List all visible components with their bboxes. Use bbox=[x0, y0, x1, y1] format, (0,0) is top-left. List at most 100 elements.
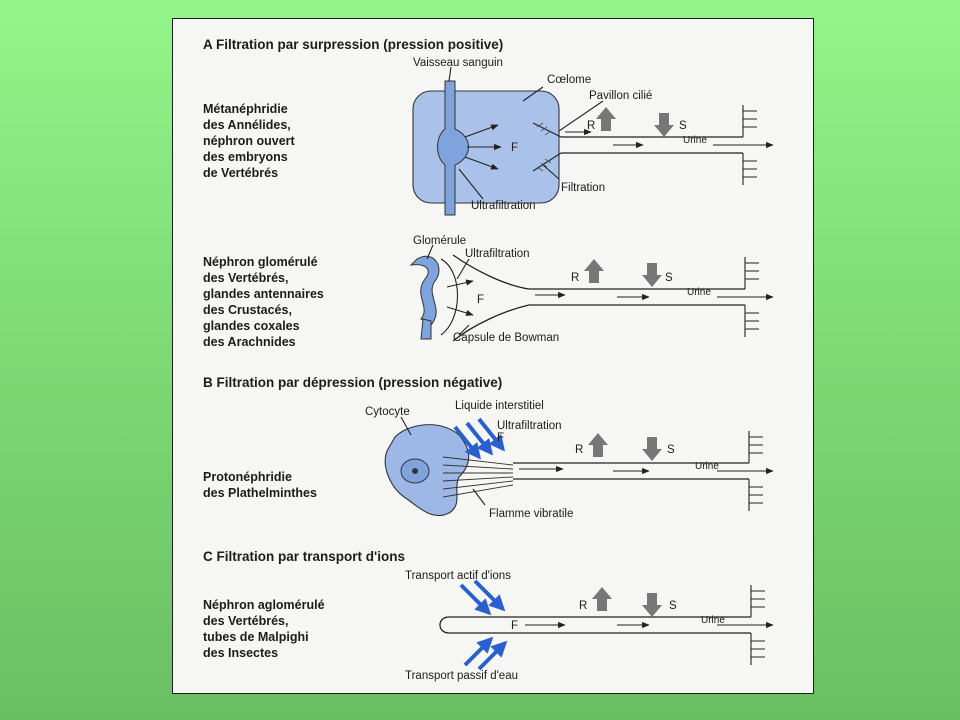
section-a-title: A Filtration par surpression (pression p… bbox=[203, 37, 503, 52]
urine-label: Urine bbox=[695, 461, 719, 472]
leader-line bbox=[558, 100, 604, 132]
s-label: S bbox=[669, 600, 677, 612]
interstitial-inflow-arrow bbox=[453, 425, 481, 460]
secretion-arrow bbox=[642, 263, 662, 287]
active-transport-label: Transport actif d'ions bbox=[405, 570, 511, 582]
funnel-label: Pavillon cilié bbox=[589, 90, 652, 102]
filtration-label: Filtration bbox=[561, 182, 605, 194]
secretion-arrow bbox=[642, 437, 662, 461]
cilia bbox=[536, 122, 552, 172]
filtration-arrow bbox=[446, 279, 474, 288]
tubule-wall bbox=[439, 616, 751, 634]
panel1-org-line: Métanéphridie bbox=[203, 102, 288, 116]
excretion-diagram: A Filtration par surpression (pression p… bbox=[203, 37, 774, 682]
panel1-org-line: des embryons bbox=[203, 150, 288, 164]
panel1-metanephridia: F R S Urine Vaisseau sanguin Cœlome Pavi… bbox=[412, 57, 774, 216]
filtration-arrow bbox=[464, 124, 499, 138]
panel2-org-line: des Vertébrés, bbox=[203, 271, 288, 285]
active-ion-arrow bbox=[459, 583, 492, 616]
passive-water-arrow bbox=[463, 636, 494, 667]
r-label: R bbox=[579, 600, 587, 612]
panel1-org-line: néphron ouvert bbox=[203, 134, 296, 148]
interstitial-inflow-arrow bbox=[477, 417, 505, 452]
coelom-label: Cœlome bbox=[547, 74, 591, 86]
urine-label: Urine bbox=[687, 287, 711, 298]
tubule-flow-profile bbox=[742, 105, 757, 185]
panel4-org-line: des Vertébrés, bbox=[203, 614, 288, 628]
urine-label: Urine bbox=[701, 615, 725, 626]
leader-line bbox=[448, 66, 452, 82]
tubule-flow-profile bbox=[744, 257, 759, 337]
reabsorption-arrow bbox=[592, 587, 612, 611]
leader-line bbox=[456, 258, 470, 280]
tubule-flow-profile bbox=[750, 585, 765, 665]
panel4-organism-text: Néphron aglomérulé des Vertébrés, tubes … bbox=[203, 598, 325, 660]
panel2-organism-text: Néphron glomérulé des Vertébrés, glandes… bbox=[203, 255, 324, 349]
r-label: R bbox=[571, 272, 579, 284]
leader-line bbox=[458, 324, 470, 336]
passive-transport-label: Transport passif d'eau bbox=[405, 670, 518, 682]
active-ion-arrow bbox=[473, 579, 506, 612]
panel2-org-line: des Crustacés, bbox=[203, 303, 292, 317]
bowman-capsule bbox=[452, 254, 530, 342]
leader-line bbox=[458, 168, 484, 200]
panel3-protonephridia: F R S Urine Cytocyte Liquide interstitie… bbox=[365, 400, 774, 520]
leader-line bbox=[542, 164, 560, 180]
panel4-org-line: tubes de Malpighi bbox=[203, 630, 309, 644]
s-label: S bbox=[679, 120, 687, 132]
ultrafiltration-label: Ultrafiltration bbox=[471, 200, 536, 212]
secretion-arrow bbox=[642, 593, 662, 617]
panel4-org-line: des Insectes bbox=[203, 646, 278, 660]
panel2-org-line: glandes antennaires bbox=[203, 287, 324, 301]
blood-vessel bbox=[437, 80, 469, 216]
interstitial-inflow-arrow bbox=[465, 421, 493, 456]
bowman-inner-wall bbox=[440, 258, 458, 336]
leader-line bbox=[522, 86, 544, 102]
secretion-arrow bbox=[654, 113, 674, 137]
panel3-org-line: Protonéphridie bbox=[203, 470, 292, 484]
ultrafiltration-label: Ultrafiltration bbox=[465, 248, 530, 260]
passive-water-arrow bbox=[477, 640, 508, 671]
urine-label: Urine bbox=[683, 135, 707, 146]
panel1-org-line: des Annélides, bbox=[203, 118, 291, 132]
panel3-org-line: des Plathelminthes bbox=[203, 486, 317, 500]
leader-line bbox=[426, 244, 434, 260]
panel2-glomerular-nephron: F R S Urine Glomérule Ultrafiltration Ca… bbox=[409, 235, 774, 344]
f-label: F bbox=[511, 620, 518, 632]
panel2-org-line: glandes coxales bbox=[203, 319, 300, 333]
panel3-organism-text: Protonéphridie des Plathelminthes bbox=[203, 470, 317, 500]
glomerulus-label: Glomérule bbox=[413, 235, 466, 247]
panel2-org-line: des Arachnides bbox=[203, 335, 296, 349]
cytocyte-label: Cytocyte bbox=[365, 406, 410, 418]
efferent-vessel bbox=[420, 318, 432, 340]
flame-cilia bbox=[442, 456, 514, 498]
s-label: S bbox=[667, 444, 675, 456]
panel1-organism-text: Métanéphridie des Annélides, néphron ouv… bbox=[203, 102, 296, 180]
s-label: S bbox=[665, 272, 673, 284]
reabsorption-arrow bbox=[596, 107, 616, 131]
flame-label: Flamme vibratile bbox=[489, 508, 573, 520]
ultrafiltration-label: Ultrafiltration bbox=[497, 420, 562, 432]
tubule-flow-profile bbox=[748, 431, 763, 511]
f-label: F bbox=[511, 142, 518, 154]
glomerulus bbox=[409, 256, 440, 326]
ciliated-funnel bbox=[532, 122, 562, 172]
r-label: R bbox=[587, 120, 595, 132]
reabsorption-arrow bbox=[588, 433, 608, 457]
filtration-arrow bbox=[446, 306, 474, 316]
section-b-title: B Filtration par dépression (pression né… bbox=[203, 375, 502, 390]
panel4-org-line: Néphron aglomérulé bbox=[203, 598, 325, 612]
panel4-aglomerular-nephron: F R S Urine Transport actif d'ions Trans… bbox=[405, 570, 774, 682]
panel2-org-line: Néphron glomérulé bbox=[203, 255, 318, 269]
section-c-title: C Filtration par transport d'ions bbox=[203, 549, 405, 564]
f-label: F bbox=[477, 294, 484, 306]
capsule-label: Capsule de Bowman bbox=[453, 332, 559, 344]
filtration-arrow bbox=[464, 156, 499, 170]
panel1-org-line: de Vertébrés bbox=[203, 166, 278, 180]
r-label: R bbox=[575, 444, 583, 456]
leader-line bbox=[472, 488, 486, 506]
interstitial-label: Liquide interstitiel bbox=[455, 400, 544, 412]
nucleolus bbox=[412, 468, 418, 474]
diagram-frame: A Filtration par surpression (pression p… bbox=[172, 18, 814, 694]
reabsorption-arrow bbox=[584, 259, 604, 283]
